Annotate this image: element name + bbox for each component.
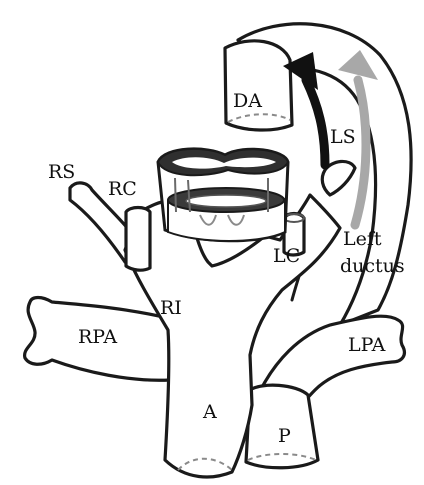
label-p: P <box>278 425 291 447</box>
right-carotid-branch <box>126 208 150 271</box>
descending-aorta-stub <box>225 41 292 130</box>
label-rs: RS <box>48 161 75 183</box>
label-left-ductus-line2: ductus <box>340 255 405 277</box>
label-ls: LS <box>330 126 356 148</box>
label-rpa: RPA <box>78 326 117 348</box>
label-rc: RC <box>108 178 137 200</box>
cut-vascular-ring <box>158 149 288 241</box>
label-lpa: LPA <box>348 334 386 356</box>
label-da: DA <box>233 90 262 112</box>
label-ri: RI <box>160 297 182 319</box>
label-a: A <box>202 401 217 423</box>
label-left-ductus-line1: Left <box>343 228 382 250</box>
label-lc: LC <box>273 245 300 267</box>
